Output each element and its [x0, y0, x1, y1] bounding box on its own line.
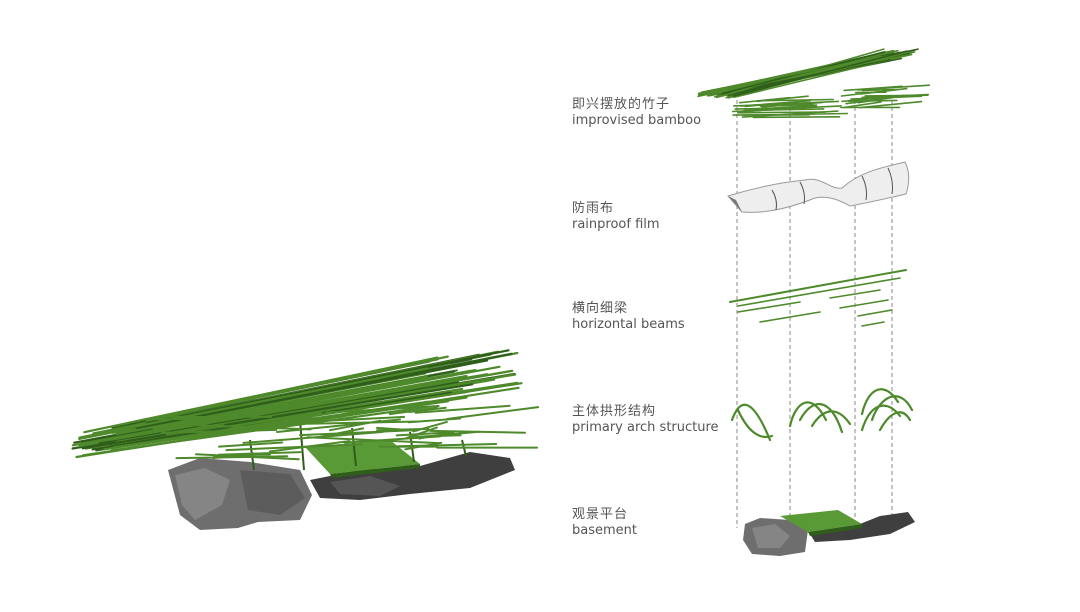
bamboo-stick	[738, 112, 825, 113]
layer-label-en: improvised bamboo	[572, 113, 701, 129]
exploded-axonometric	[698, 49, 929, 556]
arch-rib	[812, 411, 850, 426]
beam	[840, 300, 888, 308]
rainproof-film-sheet	[728, 162, 909, 212]
layer-label-improvised-bamboo: 即兴摆放的竹子 improvised bamboo	[572, 97, 701, 129]
layer-horizontal-beams	[730, 270, 906, 326]
layer-label-en: horizontal beams	[572, 317, 685, 333]
bamboo-stick	[702, 54, 900, 93]
arch-rib	[880, 412, 910, 430]
bamboo-stick	[753, 117, 839, 118]
layer-label-rainproof-film: 防雨布 rainproof film	[572, 201, 660, 233]
bamboo-stick	[849, 100, 897, 101]
bamboo-post	[300, 420, 304, 470]
layer-primary-arch-structure	[732, 389, 912, 440]
pavilion-perspective-model	[73, 350, 538, 530]
bamboo-stick	[157, 418, 236, 419]
layer-label-horizontal-beams: 横向细梁 horizontal beams	[572, 301, 685, 333]
beam	[730, 270, 906, 302]
beam	[738, 302, 800, 312]
layer-label-cn: 主体拱形结构	[572, 404, 719, 420]
layer-label-basement: 观景平台 basement	[572, 507, 637, 539]
layer-label-cn: 横向细梁	[572, 301, 685, 317]
bamboo-stick	[377, 429, 428, 430]
layer-label-en: rainproof film	[572, 217, 660, 233]
arch-rib	[862, 389, 898, 414]
bamboo-stick	[228, 416, 271, 417]
beam	[858, 310, 892, 316]
layer-label-cn: 观景平台	[572, 507, 637, 523]
arch-rib	[800, 404, 842, 432]
layer-basement	[743, 510, 915, 556]
beam	[862, 322, 884, 326]
layer-label-cn: 防雨布	[572, 201, 660, 217]
layer-rainproof-film	[728, 162, 909, 212]
layer-label-primary-arch-structure: 主体拱形结构 primary arch structure	[572, 404, 719, 436]
bamboo-stick	[167, 417, 228, 418]
layer-label-en: primary arch structure	[572, 420, 719, 436]
arch-rib	[790, 402, 826, 426]
layer-label-cn: 即兴摆放的竹子	[572, 97, 701, 113]
layer-improvised-bamboo	[698, 49, 929, 117]
layer-label-en: basement	[572, 523, 637, 539]
